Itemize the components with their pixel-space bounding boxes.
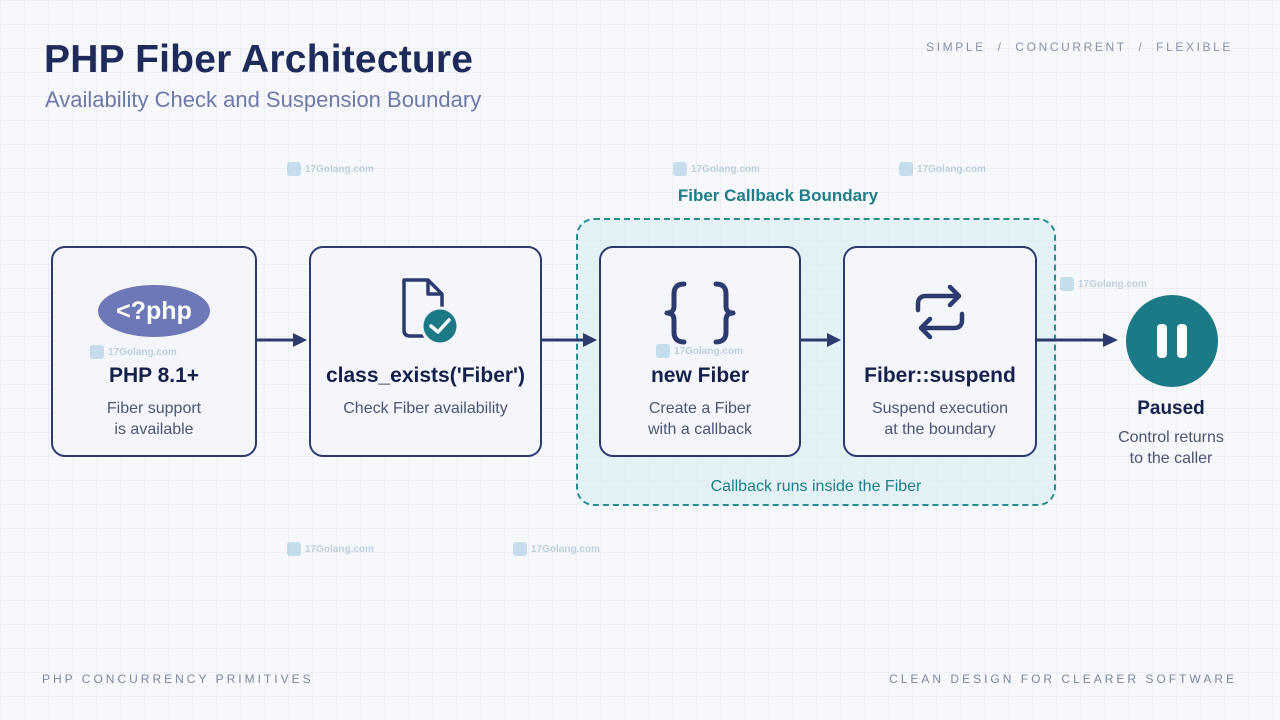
step-php-version: <?php PHP 8.1+ Fiber support is availabl… bbox=[51, 246, 257, 457]
pause-icon bbox=[1126, 295, 1218, 387]
watermark-logo-icon bbox=[673, 162, 687, 176]
watermark: 17Golang.com bbox=[899, 162, 986, 176]
watermark-logo-icon bbox=[1060, 277, 1074, 291]
watermark-logo-icon bbox=[656, 344, 670, 358]
flow-arrow bbox=[257, 333, 307, 347]
footer-right: CLEAN DESIGN FOR CLEARER SOFTWARE bbox=[889, 672, 1237, 686]
watermark-logo-icon bbox=[287, 162, 301, 176]
boundary-note: Callback runs inside the Fiber bbox=[710, 478, 922, 495]
watermark: 17Golang.com bbox=[513, 542, 600, 556]
footer-left: PHP CONCURRENCY PRIMITIVES bbox=[42, 672, 314, 686]
flow-arrow bbox=[801, 333, 841, 347]
swap-arrows-icon bbox=[915, 284, 965, 340]
step-title: new Fiber bbox=[650, 364, 750, 387]
php-badge-icon: <?php bbox=[98, 285, 210, 337]
diagram-title: PHP Fiber Architecture bbox=[44, 38, 474, 81]
end-state-title: Paused bbox=[1137, 398, 1205, 419]
watermark: 17Golang.com bbox=[656, 344, 743, 358]
step-description: Fiber support is available bbox=[106, 400, 202, 438]
watermark-logo-icon bbox=[90, 345, 104, 359]
boundary-title: Fiber Callback Boundary bbox=[677, 186, 879, 205]
step-title: Fiber::suspend bbox=[864, 364, 1016, 387]
step-description: Create a Fiber with a callback bbox=[647, 400, 753, 438]
flow-arrow bbox=[1037, 333, 1118, 347]
braces-icon bbox=[664, 281, 736, 345]
step-description: Suspend execution at the boundary bbox=[871, 400, 1009, 438]
document-check-icon bbox=[401, 278, 459, 346]
end-state-description: Control returns to the caller bbox=[1118, 429, 1224, 467]
flow-arrow bbox=[542, 333, 597, 347]
watermark: 17Golang.com bbox=[287, 542, 374, 556]
step-new-fiber: new Fiber Create a Fiber with a callback bbox=[599, 246, 801, 457]
tagline: SIMPLE / CONCURRENT / FLEXIBLE bbox=[926, 40, 1233, 54]
watermark: 17Golang.com bbox=[1060, 277, 1147, 291]
watermark-logo-icon bbox=[287, 542, 301, 556]
step-description: Check Fiber availability bbox=[343, 400, 508, 417]
step-fiber-suspend: Fiber::suspend Suspend execution at the … bbox=[843, 246, 1037, 457]
watermark-logo-icon bbox=[513, 542, 527, 556]
watermark: 17Golang.com bbox=[673, 162, 760, 176]
watermark-logo-icon bbox=[899, 162, 913, 176]
watermark: 17Golang.com bbox=[287, 162, 374, 176]
watermark: 17Golang.com bbox=[90, 345, 177, 359]
step-title: class_exists('Fiber') bbox=[325, 364, 526, 387]
diagram-subtitle: Availability Check and Suspension Bounda… bbox=[45, 87, 482, 112]
step-class-exists: class_exists('Fiber') Check Fiber availa… bbox=[309, 246, 542, 457]
step-title: PHP 8.1+ bbox=[108, 364, 200, 387]
